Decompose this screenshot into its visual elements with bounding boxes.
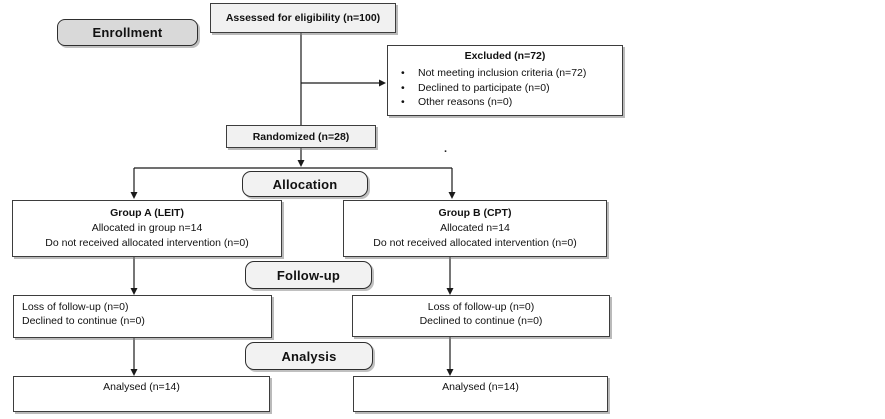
excluded-item: Other reasons (n=0) bbox=[388, 95, 622, 110]
stray-period-mark: . bbox=[444, 143, 448, 155]
analysed-left-text: Analysed (n=14) bbox=[103, 381, 180, 393]
followup-right-line: Declined to continue (n=0) bbox=[419, 315, 543, 327]
arrowhead-followup-right-icon bbox=[446, 288, 454, 295]
randomized-box: Randomized (n=28) bbox=[226, 125, 376, 148]
group-b-title: Group B (CPT) bbox=[438, 207, 512, 219]
allocation-stage-label-text: Allocation bbox=[272, 176, 338, 192]
assessed-eligibility-box: Assessed for eligibility (n=100) bbox=[210, 3, 396, 33]
arrowhead-randomized-down-icon bbox=[297, 160, 305, 167]
excluded-item: Declined to participate (n=0) bbox=[388, 81, 622, 96]
analysed-right-box: Analysed (n=14) bbox=[353, 376, 608, 412]
group-a-line: Allocated in group n=14 bbox=[91, 222, 203, 234]
followup-left-line: Declined to continue (n=0) bbox=[22, 315, 145, 327]
enrollment-stage-label-text: Enrollment bbox=[92, 25, 163, 40]
arrowhead-analysed-right-icon bbox=[446, 369, 454, 376]
group-a-title: Group A (LEIT) bbox=[110, 207, 184, 219]
excluded-box: Excluded (n=72) Not meeting inclusion cr… bbox=[387, 45, 623, 116]
allocation-stage-label: Allocation bbox=[242, 171, 368, 197]
analysed-right-text: Analysed (n=14) bbox=[442, 381, 519, 393]
group-b-line: Do not received allocated intervention (… bbox=[373, 237, 577, 249]
arrowhead-group-b-icon bbox=[448, 192, 456, 199]
group-b-line: Allocated n=14 bbox=[440, 222, 510, 234]
arrowhead-group-a-icon bbox=[130, 192, 138, 199]
followup-right-line: Loss of follow-up (n=0) bbox=[427, 301, 535, 313]
analysis-stage-label: Analysis bbox=[245, 342, 373, 370]
group-b-box: Group B (CPT) Allocated n=14 Do not rece… bbox=[343, 200, 607, 257]
followup-right-box: Loss of follow-up (n=0) Declined to cont… bbox=[352, 295, 610, 337]
randomized-text: Randomized (n=28) bbox=[252, 130, 350, 143]
followup-stage-label: Follow-up bbox=[245, 261, 372, 289]
analysis-stage-label-text: Analysis bbox=[281, 348, 337, 364]
analysed-left-box: Analysed (n=14) bbox=[13, 376, 270, 412]
excluded-title: Excluded (n=72) bbox=[464, 50, 546, 62]
arrowhead-excluded-icon bbox=[379, 79, 386, 87]
assessed-eligibility-text: Assessed for eligibility (n=100) bbox=[225, 12, 381, 24]
group-a-line: Do not received allocated intervention (… bbox=[45, 237, 249, 249]
enrollment-stage-label: Enrollment bbox=[57, 19, 198, 46]
excluded-item: Not meeting inclusion criteria (n=72) bbox=[388, 66, 622, 81]
arrowhead-followup-left-icon bbox=[130, 288, 138, 295]
followup-stage-label-text: Follow-up bbox=[276, 267, 341, 283]
followup-left-line: Loss of follow-up (n=0) bbox=[22, 301, 129, 313]
followup-left-box: Loss of follow-up (n=0) Declined to cont… bbox=[13, 295, 272, 338]
arrowhead-analysed-left-icon bbox=[130, 369, 138, 376]
group-a-box: Group A (LEIT) Allocated in group n=14 D… bbox=[12, 200, 282, 257]
